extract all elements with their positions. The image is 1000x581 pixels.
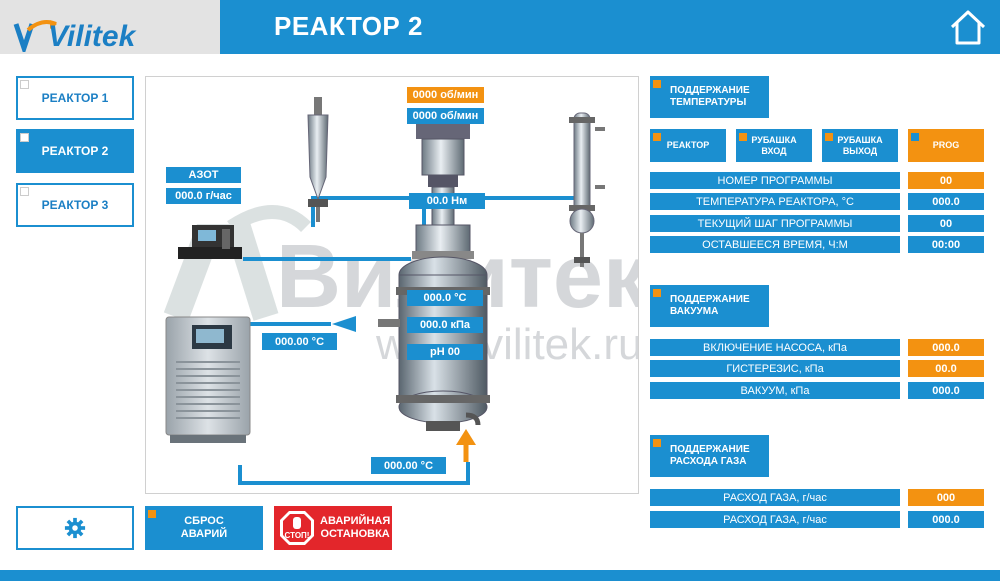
pump-on-value[interactable]: 000.0 (908, 339, 984, 356)
vacuum-label: ВАКУУМ, кПа (650, 382, 900, 399)
status-indicator (653, 80, 661, 88)
estop-label-line2: ОСТАНОВКА (320, 528, 390, 540)
vilitek-logo-icon (13, 20, 57, 52)
vacuum-header-line2: ВАКУУМА (670, 306, 719, 317)
program-step-label: ТЕКУЩИЙ ШАГ ПРОГРАММЫ (650, 215, 900, 232)
stop-icon: СТОП! (280, 511, 314, 545)
reset-alarms-button[interactable]: СБРОС АВАРИЙ (145, 506, 263, 550)
mode-jacket-out-button[interactable]: РУБАШКА ВЫХОД (822, 129, 898, 162)
gas-flow-setpoint-label: РАСХОД ГАЗА, г/час (650, 489, 900, 506)
temperature-header-line1: ПОДДЕРЖАНИЕ (670, 85, 750, 96)
nav-reactor-2-label: РЕАКТОР 2 (41, 144, 109, 158)
nav-indicator (20, 80, 29, 89)
nav-indicator (20, 133, 29, 142)
mode-indicator (653, 133, 661, 141)
nav-reactor-3-label: РЕАКТОР 3 (41, 198, 109, 212)
vacuum-control-header[interactable]: ПОДДЕРЖАНИЕ ВАКУУМА (650, 285, 769, 327)
nav-reactor-1-label: РЕАКТОР 1 (41, 91, 109, 105)
thermostat-return-temperature-value: 000.00 °C (371, 457, 446, 474)
torque-value: 00.0 Нм (409, 193, 485, 209)
reactor-diagram: Вилитек www.vilitek.ru (145, 76, 639, 494)
hysteresis-value[interactable]: 00.0 (908, 360, 984, 377)
temperature-header-line2: ТЕМПЕРАТУРЫ (670, 97, 747, 108)
mode-jacket-out-line2: ВЫХОД (842, 145, 878, 156)
nav-reactor-1[interactable]: РЕАКТОР 1 (16, 76, 134, 120)
nitrogen-flow-value: 000.0 г/час (166, 188, 241, 204)
status-indicator (148, 510, 156, 518)
pump-on-label: ВКЛЮЧЕНИЕ НАСОСА, кПа (650, 339, 900, 356)
nav-reactor-3[interactable]: РЕАКТОР 3 (16, 183, 134, 227)
gas-flow-actual-value: 000.0 (908, 511, 984, 528)
logo-text: Vilitek (48, 20, 136, 53)
remaining-time-value: 00:00 (908, 236, 984, 253)
mode-jacket-in-line1: РУБАШКА (751, 134, 797, 145)
reactor-pressure-value: 000.0 кПа (407, 317, 483, 333)
header-bar (220, 0, 1000, 54)
bottom-bar (0, 570, 1000, 581)
estop-label-line1: АВАРИЙНАЯ (320, 515, 391, 527)
condenser-right (569, 112, 605, 267)
mode-reactor-button[interactable]: РЕАКТОР (650, 129, 726, 162)
estop-label: АВАРИЙНАЯ ОСТАНОВКА (320, 515, 390, 541)
program-step-value: 00 (908, 215, 984, 232)
settings-button[interactable] (16, 506, 134, 550)
gas-flow-setpoint-value[interactable]: 000 (908, 489, 984, 506)
status-indicator (653, 439, 661, 447)
reactor-temperature-value: 000.0 °C (407, 290, 483, 306)
mode-indicator (825, 133, 833, 141)
mode-reactor-label: РЕАКТОР (666, 140, 710, 150)
reactor-temperature-readout: 000.0 (908, 193, 984, 210)
stop-icon-text: СТОП! (285, 531, 310, 540)
status-indicator (653, 289, 661, 297)
program-number-value[interactable]: 00 (908, 172, 984, 189)
program-number-label: НОМЕР ПРОГРАММЫ (650, 172, 900, 189)
mode-indicator (911, 133, 919, 141)
temperature-control-header[interactable]: ПОДДЕРЖАНИЕ ТЕМПЕРАТУРЫ (650, 76, 769, 118)
mode-jacket-in-line2: ВХОД (761, 145, 787, 156)
home-icon[interactable] (948, 8, 988, 46)
gas-header-line2: РАСХОДА ГАЗА (670, 456, 747, 467)
stirrer-motor (416, 121, 470, 228)
reactor-vessel (378, 224, 490, 431)
thermostat-out-temperature-value: 000.00 °C (262, 333, 337, 350)
nav-indicator (20, 187, 29, 196)
reset-label-line2: АВАРИЙ (180, 528, 228, 540)
mode-prog-label: PROG (932, 140, 960, 150)
mode-jacket-out-line1: РУБАШКА (837, 134, 883, 145)
mass-flow-controller (178, 225, 242, 259)
reactor-temperature-label: ТЕМПЕРАТУРА РЕАКТОРА, °C (650, 193, 900, 210)
mode-indicator (739, 133, 747, 141)
nav-reactor-2[interactable]: РЕАКТОР 2 (16, 129, 134, 173)
logo-area (0, 0, 220, 54)
page-title: РЕАКТОР 2 (274, 11, 423, 41)
gas-flow-actual-label: РАСХОД ГАЗА, г/час (650, 511, 900, 528)
stirrer-setpoint-value[interactable]: 0000 об/мин (407, 87, 484, 103)
reactor-ph-value: pH 00 (407, 344, 483, 360)
vacuum-value: 000.0 (908, 382, 984, 399)
dropping-funnel-left (307, 97, 329, 222)
nitrogen-label: АЗОТ (166, 167, 241, 183)
hysteresis-label: ГИСТЕРЕЗИС, кПа (650, 360, 900, 377)
vacuum-header-line1: ПОДДЕРЖАНИЕ (670, 294, 750, 305)
reactor-schematic: Вилитек www.vilitek.ru (163, 97, 638, 485)
stirrer-speed-value: 0000 об/мин (407, 108, 484, 124)
mode-prog-button[interactable]: PROG (908, 129, 984, 162)
remaining-time-label: ОСТАВШЕЕСЯ ВРЕМЯ, Ч:М (650, 236, 900, 253)
thermostat-unit (165, 316, 251, 443)
gear-icon (64, 517, 86, 539)
mode-jacket-in-button[interactable]: РУБАШКА ВХОД (736, 129, 812, 162)
emergency-stop-button[interactable]: СТОП! АВАРИЙНАЯ ОСТАНОВКА (274, 506, 392, 550)
gas-header-line1: ПОДДЕРЖАНИЕ (670, 444, 750, 455)
reset-label-line1: СБРОС (184, 515, 224, 527)
gas-flow-control-header[interactable]: ПОДДЕРЖАНИЕ РАСХОДА ГАЗА (650, 435, 769, 477)
